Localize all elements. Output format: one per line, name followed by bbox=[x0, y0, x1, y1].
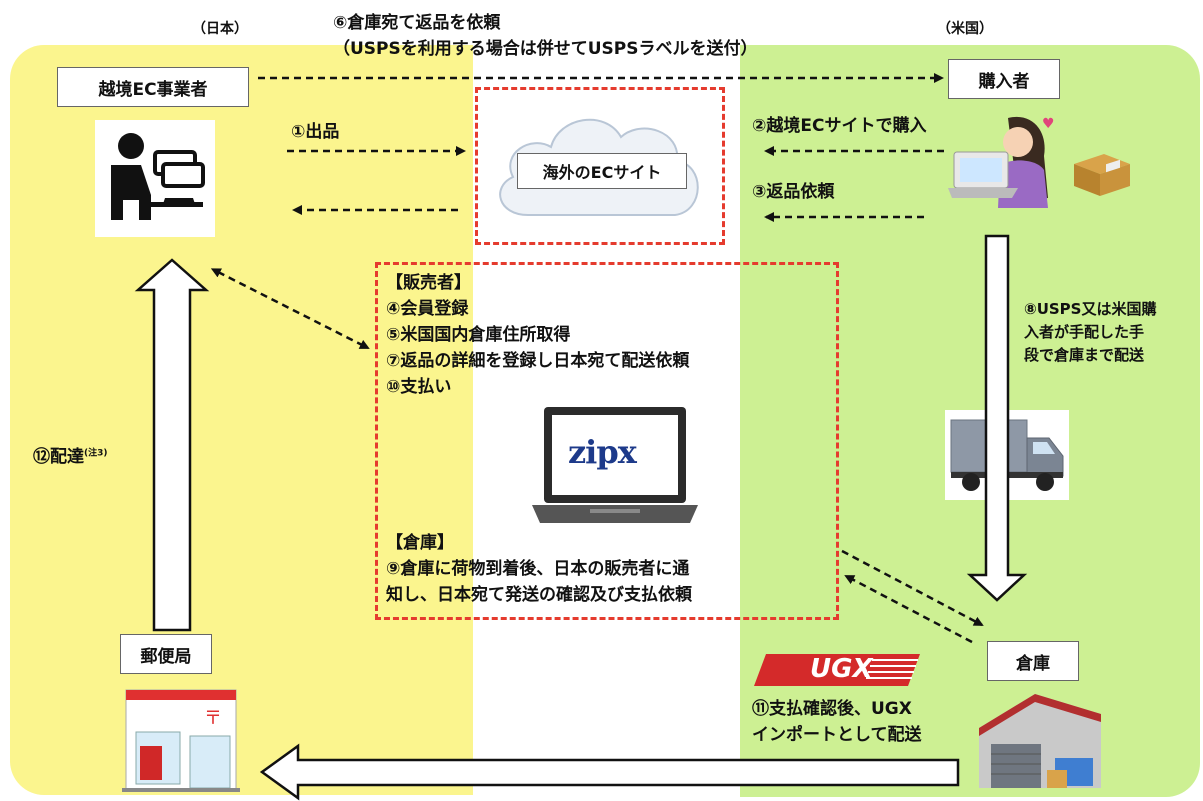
step12-text: ⑫配達 bbox=[33, 447, 84, 467]
seller-box: 越境EC事業者 bbox=[57, 67, 249, 107]
zipx-panel bbox=[375, 262, 839, 620]
buyer-box: 購入者 bbox=[948, 59, 1060, 99]
step11-label: ⑪支払確認後、UGX インポートとして配送 bbox=[752, 696, 922, 748]
step8-line1: ⑧USPS又は米国購 bbox=[1024, 300, 1157, 318]
svg-text:〒: 〒 bbox=[204, 708, 222, 729]
japan-region-label: （日本） bbox=[192, 21, 248, 37]
arrow-usps-down bbox=[966, 234, 1028, 602]
seller-header: 【販売者】 bbox=[386, 273, 471, 293]
ec-site-frame bbox=[475, 87, 725, 245]
step12-label: ⑫配達(注3) bbox=[33, 442, 108, 467]
japan-region-bg bbox=[10, 45, 473, 795]
step6-label: ⑥倉庫宛て返品を依頼 bbox=[333, 13, 501, 33]
warehouse-building-icon bbox=[975, 688, 1105, 793]
warehouse-box: 倉庫 bbox=[987, 641, 1079, 681]
step10-label: ⑩支払い bbox=[386, 377, 452, 397]
step9-line1: ⑨倉庫に荷物到着後、日本の販売者に通 bbox=[386, 559, 690, 579]
step9-line2: 知し、日本宛て発送の確認及び支払依頼 bbox=[386, 585, 692, 605]
step3-label: ③返品依頼 bbox=[752, 182, 835, 202]
usa-region-label: （米国） bbox=[937, 21, 993, 37]
post-office-box: 郵便局 bbox=[120, 634, 212, 674]
step4-label: ④会員登録 bbox=[386, 299, 469, 319]
arrow-delivery-up bbox=[134, 258, 210, 632]
svg-text:♥: ♥ bbox=[1042, 116, 1055, 132]
arrow-zipx-to-warehouse bbox=[841, 549, 984, 627]
ec-site-label: 海外のECサイト bbox=[517, 153, 687, 189]
step8-line3: 段で倉庫まで配送 bbox=[1024, 346, 1145, 364]
step11-line1: ⑪支払確認後、UGX bbox=[752, 699, 912, 719]
step7-label: ⑦返品の詳細を登録し日本宛て配送依頼 bbox=[386, 351, 690, 371]
shopper-icon: ♥ bbox=[948, 108, 1058, 216]
step12-note: (注3) bbox=[84, 448, 108, 459]
step2-label: ②越境ECサイトで購入 bbox=[752, 116, 927, 136]
step8-line2: 入者が手配した手 bbox=[1024, 323, 1145, 341]
step6-note: （USPSを利用する場合は併せてUSPSラベルを送付） bbox=[333, 39, 758, 59]
ugx-logo-text: UGX bbox=[810, 654, 873, 684]
step8-label: ⑧USPS又は米国購 入者が手配した手 段で倉庫まで配送 bbox=[1024, 298, 1156, 367]
post-office-icon: 〒 bbox=[122, 684, 240, 796]
package-icon bbox=[1070, 150, 1134, 198]
ugx-logo: UGX bbox=[752, 650, 922, 690]
person-computer-icon bbox=[95, 120, 215, 237]
arrow-ugx-left bbox=[259, 743, 960, 801]
laptop-icon: zipx bbox=[530, 405, 700, 527]
warehouse-header: 【倉庫】 bbox=[386, 533, 454, 553]
step5-label: ⑤米国国内倉庫住所取得 bbox=[386, 325, 571, 345]
step11-line2: インポートとして配送 bbox=[752, 725, 922, 745]
step1-label: ①出品 bbox=[291, 122, 340, 142]
zipx-logo: zipx bbox=[568, 433, 637, 471]
arrow-seller-zipx bbox=[210, 268, 370, 350]
